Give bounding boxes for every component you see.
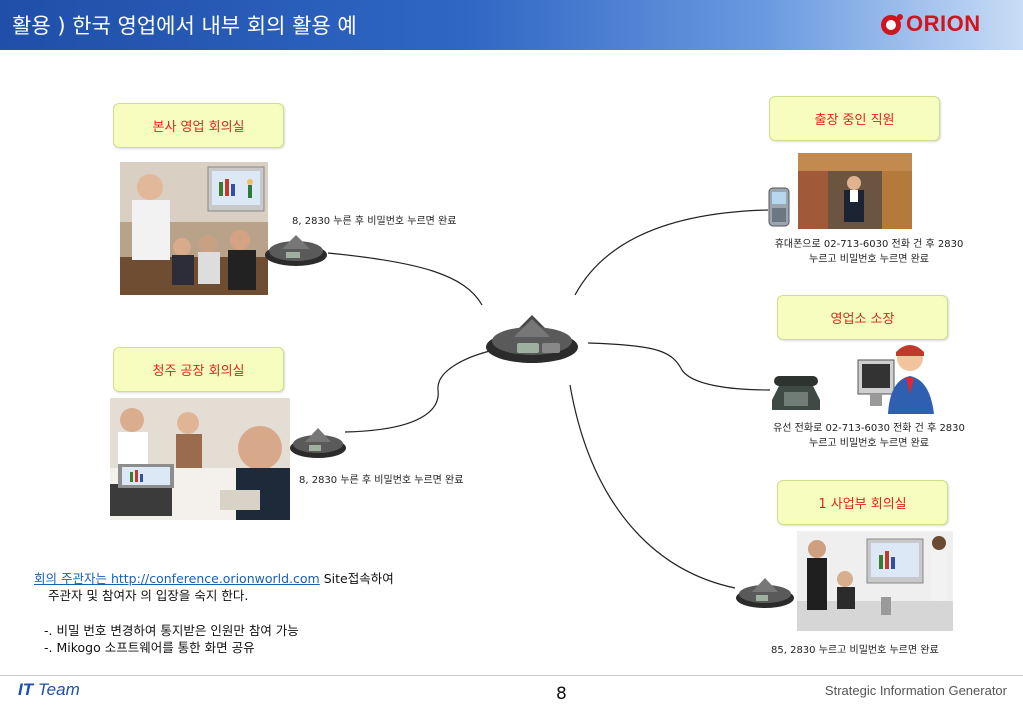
traveler-photo	[798, 153, 912, 229]
line-cheongju	[344, 349, 495, 433]
it-team-logo: IT Team	[18, 680, 80, 700]
note-line1-rest: Site접속하여	[319, 571, 394, 586]
branch-manager-label: 영업소 소장	[777, 295, 948, 340]
cheongju-meeting-room-label: 청주 공장 회의실	[113, 347, 284, 392]
cheongju-conference-phone-icon	[290, 428, 346, 458]
hq-meeting-photo	[120, 162, 268, 295]
hq-meeting-room-label: 본사 영업 회의실	[113, 103, 284, 148]
branch-caption-line1: 유선 전화로 02-713-6030 전화 건 후 2830	[773, 423, 965, 434]
line-hq	[327, 252, 483, 306]
footer-signature: Strategic Information Generator	[824, 683, 1007, 698]
hq-caption: 8, 2830 누른 후 비밀번호 누르면 완료	[292, 216, 457, 227]
line-traveler	[574, 209, 769, 296]
traveler-caption-line1: 휴대폰으로 02-713-6030 전화 건 후 2830	[774, 239, 964, 250]
orion-logo-mark-icon	[881, 14, 903, 35]
page-title: 활용 ) 한국 영업에서 내부 회의 활용 예	[12, 14, 357, 38]
desk-phone-icon	[772, 376, 820, 410]
cheongju-caption: 8, 2830 누른 후 비밀번호 누르면 완료	[299, 475, 464, 486]
user-at-computer-icon	[857, 345, 934, 414]
line-division	[569, 384, 736, 589]
traveler-caption-line2: 누르고 비밀번호 누르면 완료	[809, 254, 929, 265]
division-meeting-room-label: 1 사업부 회의실	[777, 480, 948, 525]
traveling-staff-label: 출장 중인 직원	[769, 96, 940, 141]
note-line2: 주관자 및 참여자 의 입장을 숙지 한다.	[48, 588, 249, 603]
header-bar: 활용 ) 한국 영업에서 내부 회의 활용 예 ORION	[0, 0, 1023, 50]
page-number: 8	[556, 684, 567, 704]
note-bullet-2: -. Mikogo 소프트웨어를 통한 화면 공유	[44, 640, 255, 655]
division-caption: 85, 2830 누르고 비밀번호 누르면 완료	[771, 645, 939, 656]
logo-text: ORION	[906, 11, 981, 36]
branch-caption-line2: 누르고 비밀번호 누르면 완료	[809, 438, 929, 449]
central-conference-phone-icon	[486, 315, 578, 363]
division-conference-phone-icon	[736, 578, 794, 608]
division-meeting-photo	[797, 531, 953, 631]
hq-conference-phone-icon	[265, 235, 327, 266]
cheongju-meeting-photo	[110, 398, 290, 520]
note-line1: 회의 주관자는 http://conference.orionworld.com…	[34, 568, 394, 587]
mobile-phone-icon	[768, 187, 790, 227]
it-team-logo-rest: Team	[33, 680, 80, 699]
traveler-caption: 휴대폰으로 02-713-6030 전화 건 후 2830 누르고 비밀번호 누…	[745, 235, 993, 265]
branch-caption: 유선 전화로 02-713-6030 전화 건 후 2830 누르고 비밀번호 …	[745, 419, 993, 449]
it-team-logo-it: IT	[18, 680, 34, 699]
line-branch	[587, 342, 771, 391]
conference-site-link[interactable]: 회의 주관자는 http://conference.orionworld.com	[34, 571, 320, 586]
note-bullet-1: -. 비밀 번호 변경하여 통지받은 인원만 참여 가능	[44, 623, 299, 638]
footer-divider	[0, 675, 1023, 676]
